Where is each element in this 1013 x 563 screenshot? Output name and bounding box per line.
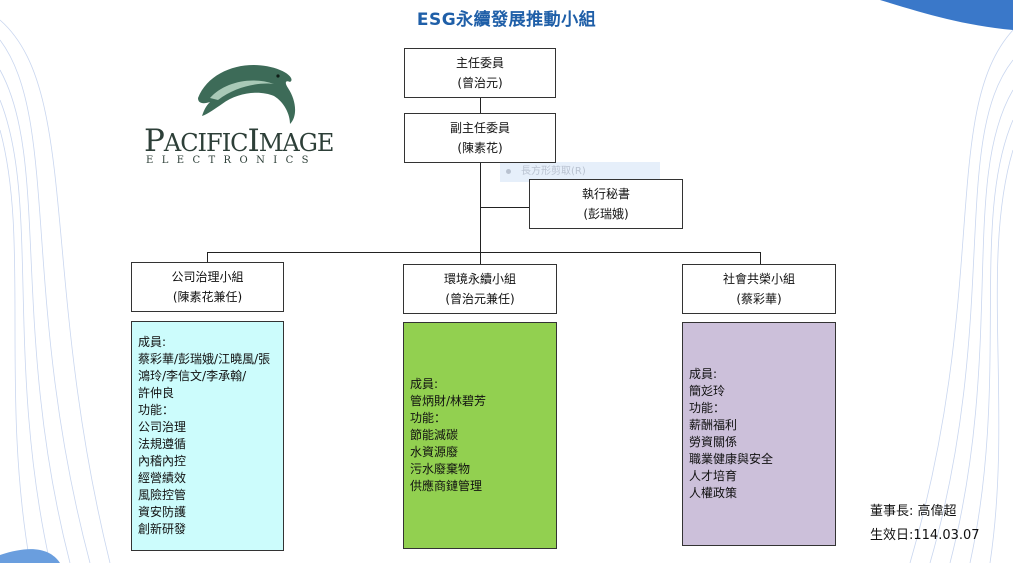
page-title: ESG永續發展推動小組: [416, 10, 597, 30]
panel-line: 成員:: [138, 335, 167, 349]
panel-line: 職業健康與安全: [689, 452, 774, 466]
panel-line: 薪酬福利: [689, 418, 738, 432]
panel-line: 蔡彩華/彭瑞娥/江曉風/張: [138, 352, 271, 366]
secretary-box: 執行秘書 (彭瑞娥): [529, 179, 683, 229]
group-environment-title: 環境永續小組: [443, 272, 516, 286]
connector-chair-vice: [480, 97, 481, 114]
panel-line: 人才培育: [689, 469, 738, 483]
connector-group-3: [760, 252, 761, 265]
group-social-person: (蔡彩華): [736, 292, 782, 306]
group-environment-panel: 成員: 管炳財/林碧芳功能： 節能減碳水資源廢污水廢棄物供應商鏈管理: [403, 322, 557, 549]
group-governance-person: (陳素花兼任): [172, 290, 243, 304]
panel-line: 功能：: [689, 401, 726, 415]
panel-line: 功能：: [410, 411, 447, 425]
dolphin-icon: [198, 65, 296, 124]
chairman-signature: 董事長: 高偉超: [870, 504, 957, 519]
logo-wordmark: PACIFICIMAGE: [144, 123, 334, 159]
panel-line: 簡彣玲: [689, 384, 726, 398]
logo-subtitle: ELECTRONICS: [146, 155, 317, 166]
panel-line: 法規遵循: [138, 437, 187, 451]
group-governance-panel: 成員: 蔡彩華/彭瑞娥/江曉風/張鴻玲/李信文/李承翰/許仲良功能： 公司治理法規遵…: [131, 321, 284, 551]
group-social-panel: 成員: 簡彣玲功能： 薪酬福利勞資關係職業健康與安全人才培育人權政策: [682, 322, 836, 546]
panel-line: 許仲良: [138, 386, 175, 400]
group-social-title: 社會共榮小組: [722, 272, 795, 286]
group-governance-box: 公司治理小組 (陳素花兼任): [131, 262, 284, 312]
company-logo: PACIFICIMAGE ELECTRONICS: [130, 58, 350, 173]
effective-date: 生效日:114.03.07: [870, 528, 980, 543]
panel-line: 公司治理: [138, 420, 187, 434]
watermark-dot-icon: [506, 168, 511, 174]
connector-group-2: [480, 252, 481, 265]
panel-line: 管炳財/林碧芳: [410, 394, 487, 408]
panel-line: 成員:: [689, 367, 718, 381]
secretary-title: 執行秘書: [581, 187, 630, 201]
panel-line: 經營績效: [138, 471, 187, 485]
panel-line: 污水廢棄物: [410, 462, 471, 476]
connector-secretary: [480, 207, 529, 208]
group-environment-box: 環境永續小組 (曾治元兼任): [403, 264, 557, 314]
panel-line: 資安防護: [138, 505, 187, 519]
chair-box: 主任委員 (曾治元): [404, 48, 556, 98]
group-governance-title: 公司治理小組: [171, 270, 244, 284]
panel-line: 人權政策: [689, 486, 738, 500]
chair-person: (曾治元): [457, 76, 503, 90]
connector-group-1: [207, 252, 208, 263]
group-environment-person: (曾治元兼任): [445, 292, 515, 306]
panel-line: 內稽內控: [138, 454, 187, 468]
connector-horizontal: [207, 252, 760, 253]
vice-chair-box: 副主任委員 (陳素花): [404, 113, 556, 163]
panel-line: 水資源廢: [410, 445, 459, 459]
panel-line: 風險控管: [138, 488, 187, 502]
panel-line: 成員:: [410, 377, 439, 391]
chair-title: 主任委員: [455, 56, 504, 70]
panel-line: 鴻玲/李信文/李承翰/: [138, 369, 247, 383]
vice-chair-title: 副主任委員: [449, 121, 510, 135]
panel-line: 供應商鏈管理: [410, 479, 483, 493]
panel-line: 勞資關係: [689, 435, 738, 449]
panel-line: 節能減碳: [410, 428, 459, 442]
group-social-box: 社會共榮小組 (蔡彩華): [682, 264, 836, 314]
secretary-person: (彭瑞娥): [583, 207, 629, 221]
snip-watermark: 長方形剪取(R): [500, 162, 660, 182]
vice-chair-person: (陳素花): [457, 141, 503, 155]
panel-line: 創新研發: [138, 522, 187, 536]
panel-line: 功能：: [138, 403, 175, 417]
